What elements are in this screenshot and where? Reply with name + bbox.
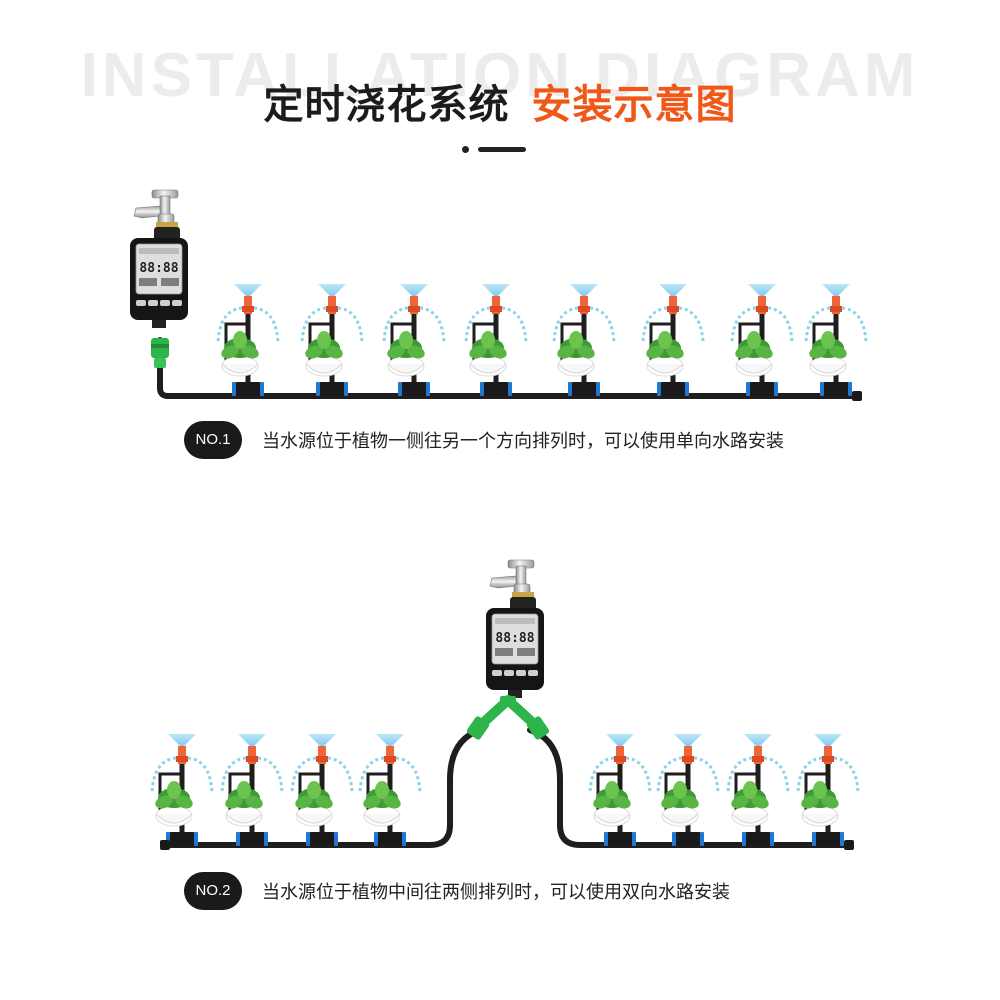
step-badge-1: NO.1 bbox=[184, 421, 242, 459]
background-title: INSTALLATION DIAGRAM bbox=[80, 41, 920, 110]
title-part1: 定时浇花系统 bbox=[263, 82, 510, 128]
divider-dot bbox=[462, 146, 469, 153]
title-part2: 安装示意图 bbox=[531, 82, 737, 128]
diagram-single-direction bbox=[129, 189, 868, 401]
page-title: 定时浇花系统安装示意图 bbox=[0, 72, 1000, 130]
diagram-two-direction bbox=[150, 559, 860, 850]
step-description-2: 当水源位于植物中间往两侧排列时，可以使用双向水路安装 bbox=[262, 882, 730, 903]
divider-line bbox=[478, 147, 526, 152]
step-description-1: 当水源位于植物一侧往另一个方向排列时，可以使用单向水路安装 bbox=[262, 431, 784, 452]
step-badge-2: NO.2 bbox=[184, 872, 242, 910]
